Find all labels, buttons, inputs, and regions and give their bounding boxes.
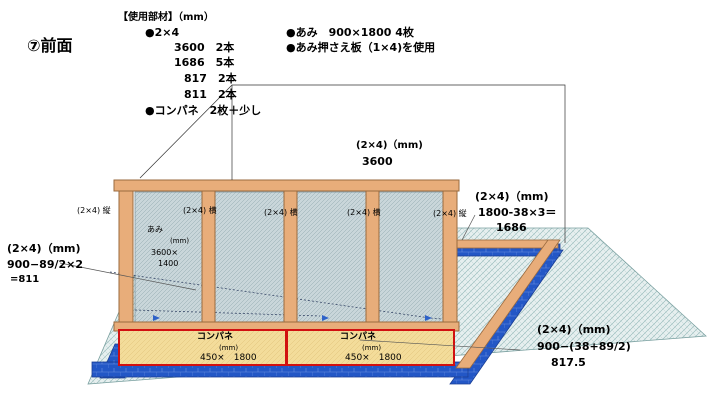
- left-brace-unit: (2×4)（mm): [7, 242, 81, 255]
- post-right: [442, 180, 458, 328]
- top-beam: [113, 179, 460, 192]
- panel-right-unit: (mm): [362, 344, 382, 352]
- marker-arrow-3: [425, 315, 432, 321]
- leader-brace-right: [359, 339, 521, 351]
- top-beam-unit: (2×4)（mm): [356, 140, 423, 151]
- panel-left-size: 450× 1800: [200, 353, 257, 363]
- marker-arrow-2: [322, 315, 329, 321]
- leader-right-post: [461, 214, 476, 241]
- panel-left-unit: (mm): [219, 344, 239, 352]
- panel-right-size: 450× 1800: [345, 353, 402, 363]
- left-brace-result: =811: [10, 274, 40, 285]
- materials-header: 【使用部材】（mm）: [118, 12, 214, 23]
- label-vertical-left: (2×4) 縦: [77, 206, 111, 215]
- post-4: [365, 180, 380, 328]
- net-label-name: あみ: [147, 225, 163, 234]
- net-label-unit: (mm): [170, 237, 190, 245]
- right-brace-formula: 900−(38+89/2): [537, 340, 631, 353]
- right-post-formula: 1800-38×3＝: [478, 206, 557, 219]
- mesh-note-2: ●あみ押さえ板（1×4)を使用: [286, 41, 436, 54]
- post-left: [118, 180, 134, 328]
- panel-left: [118, 329, 287, 366]
- left-brace-formula: 900−89/2×2: [7, 258, 84, 271]
- panel-left-name: コンパネ: [197, 332, 234, 342]
- right-post-result: 1686: [496, 221, 527, 234]
- leader-materials: [139, 84, 566, 243]
- materials-line-6: ●コンパネ 2枚＋少し: [145, 104, 262, 117]
- top-beam-length: 3600: [362, 155, 393, 168]
- hidden-frame-lines-2: [134, 309, 321, 317]
- materials-line-5: 811 2本: [184, 88, 237, 101]
- leader-brace-left: [59, 262, 197, 291]
- right-post-unit: (2×4)（mm): [475, 190, 549, 203]
- marker-arrow-1: [153, 315, 160, 321]
- label-horizontal-2: (2×4) 横: [264, 208, 298, 217]
- label-horizontal-3: (2×4) 横: [347, 208, 381, 217]
- materials-line-2: 3600 2本: [174, 41, 235, 54]
- materials-line-3: 1686 5本: [174, 56, 235, 69]
- right-sill: [455, 239, 561, 369]
- right-brace-result: 817.5: [551, 356, 586, 369]
- net-label-size: 3600×: [151, 248, 179, 257]
- panel-right: [286, 329, 455, 366]
- page-title: ⑦前面: [27, 36, 73, 55]
- label-vertical-right: (2×4) 縦: [433, 209, 467, 218]
- net-label-size2: 1400: [158, 259, 179, 268]
- label-horizontal-1: (2×4) 横: [183, 206, 217, 215]
- post-3: [283, 180, 298, 328]
- materials-line-4: 817 2本: [184, 72, 237, 85]
- mesh-note-1: ●あみ 900×1800 4枚: [286, 26, 414, 39]
- materials-line-1: ●2×4: [145, 26, 180, 39]
- panel-right-name: コンパネ: [340, 332, 377, 342]
- post-2: [201, 180, 216, 328]
- right-brace-unit: (2×4)（mm): [537, 323, 611, 336]
